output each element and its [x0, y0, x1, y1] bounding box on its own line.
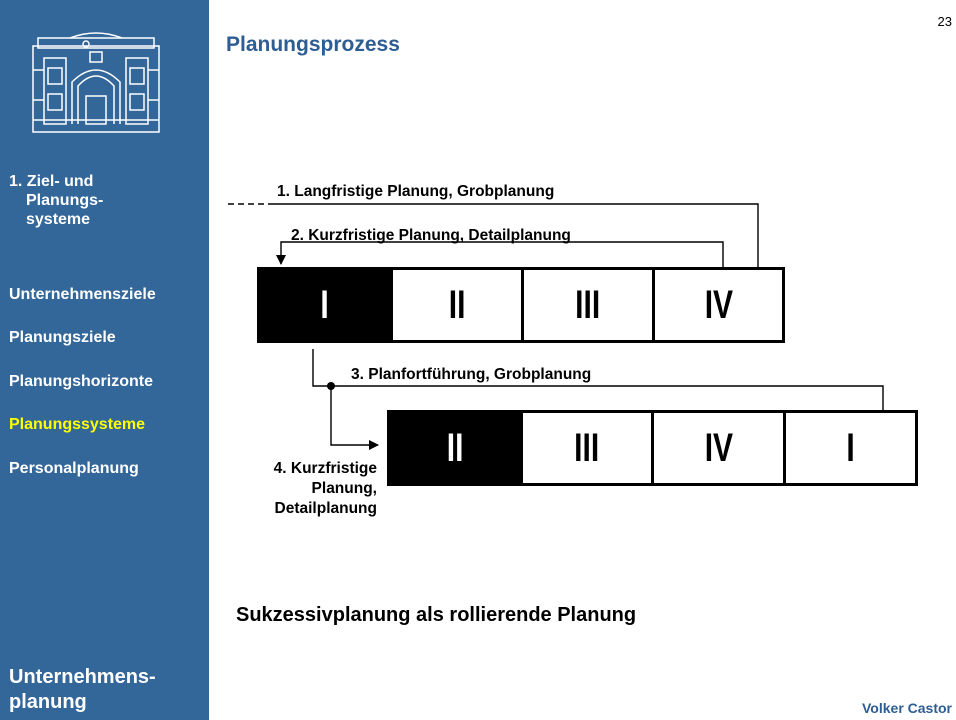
building-logo-icon — [32, 32, 160, 133]
section-line-1: 1. Ziel- und — [9, 173, 94, 190]
section-line-3: systeme — [26, 211, 91, 228]
slide-subtitle: Sukzessivplanung als rollierende Planung — [236, 604, 637, 626]
row1-period-1: I — [260, 270, 393, 340]
author-name: Volker Castor — [862, 700, 952, 716]
period-row-2: II III IV I — [387, 410, 918, 486]
step4-arrow — [330, 386, 379, 450]
sidebar-item-planungshorizonte[interactable]: Planungshorizonte — [9, 373, 153, 390]
sidebar-item-unternehmensziele[interactable]: Unternehmensziele — [9, 286, 156, 303]
step1-arrow — [268, 203, 763, 285]
row1-period-3: III — [524, 270, 655, 340]
step4-line-3: Detailplanung — [274, 500, 377, 517]
footer-title: Unternehmens- planung — [9, 665, 156, 715]
sidebar-item-planungsziele[interactable]: Planungsziele — [9, 329, 116, 346]
page-number: 23 — [937, 14, 952, 29]
section-line-2: Planungs- — [26, 192, 104, 209]
step4-line-1: 4. Kurzfristige — [273, 460, 377, 477]
step2-label: 2. Kurzfristige Planung, Detailplanung — [291, 227, 571, 244]
period-row-1: I II III IV — [257, 267, 785, 343]
row2-period-1: II — [390, 413, 523, 483]
footer-line-1: Unternehmens- — [9, 666, 156, 688]
row1-period-4: IV — [655, 270, 782, 340]
step1-label: 1. Langfristige Planung, Grobplanung — [277, 183, 555, 200]
row2-period-2: III — [523, 413, 654, 483]
step2-arrow — [276, 241, 724, 284]
sidebar: 1. Ziel- und Planungs- systeme Unternehm… — [0, 0, 209, 720]
section-heading: 1. Ziel- und Planungs- systeme — [9, 172, 103, 229]
footer-line-2: planung — [9, 691, 87, 713]
row2-period-4: I — [786, 413, 915, 483]
junction-dot — [327, 382, 335, 390]
sidebar-item-planungssysteme[interactable]: Planungssysteme — [9, 416, 146, 433]
step4-line-2: Planung, — [311, 480, 377, 497]
page-title: Planungsprozess — [226, 33, 400, 56]
row2-period-3: IV — [654, 413, 786, 483]
sidebar-item-personalplanung[interactable]: Personalplanung — [9, 460, 139, 477]
step3-label: 3. Planfortführung, Grobplanung — [351, 366, 592, 383]
row1-period-2: II — [393, 270, 524, 340]
step4-label: 4. Kurzfristige Planung, Detailplanung — [235, 459, 377, 519]
